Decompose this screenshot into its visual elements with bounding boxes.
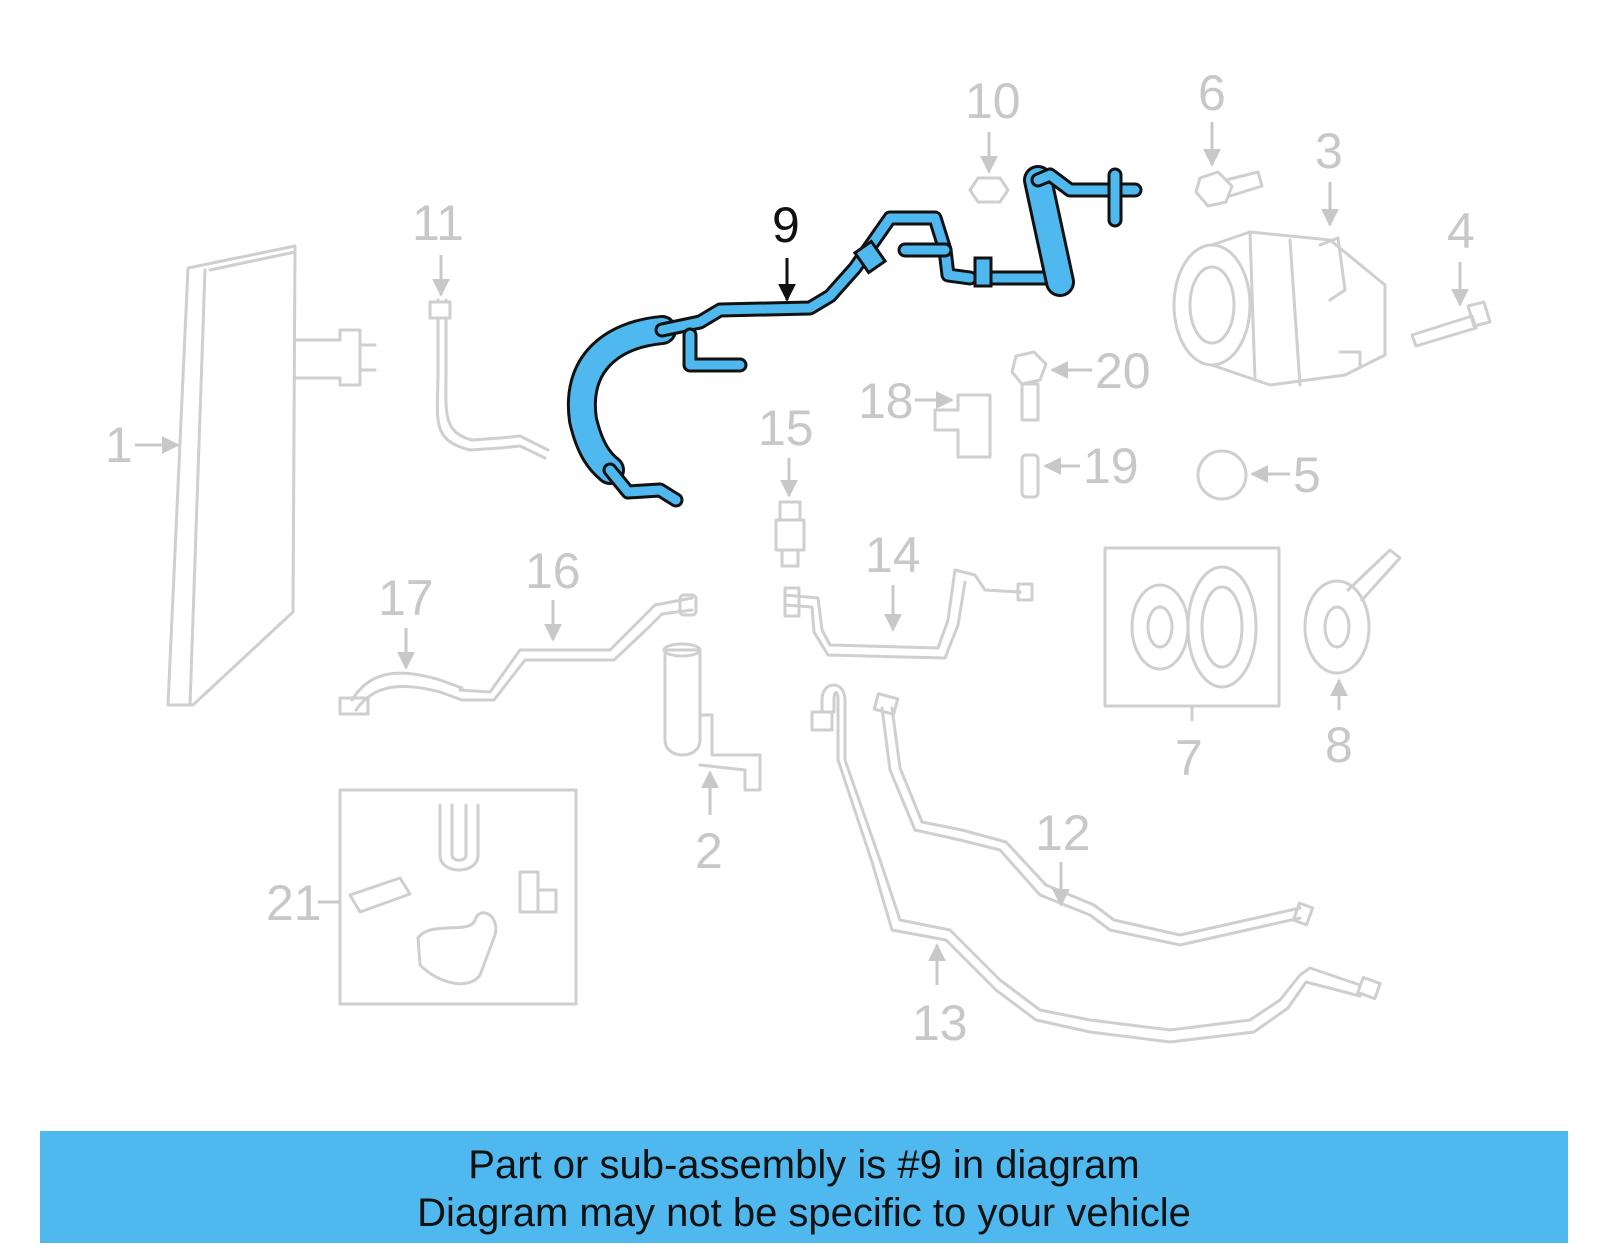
svg-text:6: 6: [1198, 65, 1226, 121]
part-2-drier[interactable]: [662, 642, 762, 792]
label-4: 4: [1447, 203, 1475, 307]
part-5-oring[interactable]: [1196, 449, 1248, 501]
part-1-condenser[interactable]: [166, 244, 377, 707]
label-18: 18: [858, 373, 954, 429]
label-16: 16: [525, 543, 581, 642]
part-6-bolt[interactable]: [1194, 170, 1264, 208]
label-11: 11: [412, 195, 464, 297]
svg-text:13: 13: [912, 995, 968, 1051]
part-13-line[interactable]: [810, 683, 1382, 1044]
part-19-pin[interactable]: [1020, 453, 1040, 499]
part-8-coil[interactable]: [1303, 548, 1402, 675]
label-17: 17: [378, 570, 434, 670]
label-20: 20: [1050, 343, 1151, 399]
part-12-line[interactable]: [872, 692, 1315, 947]
part-10-cap[interactable]: [968, 176, 1010, 204]
svg-text:5: 5: [1293, 447, 1321, 503]
svg-text:11: 11: [412, 195, 464, 251]
svg-text:3: 3: [1315, 123, 1343, 179]
label-1: 1: [105, 417, 180, 473]
part-21-seal-kit[interactable]: [338, 788, 578, 1006]
svg-text:2: 2: [695, 823, 723, 879]
svg-text:10: 10: [965, 73, 1021, 129]
banner-background: [40, 1131, 1568, 1243]
label-3: 3: [1315, 123, 1343, 227]
svg-text:1: 1: [105, 417, 133, 473]
svg-text:8: 8: [1325, 717, 1353, 773]
label-13: 13: [912, 943, 968, 1051]
svg-text:12: 12: [1035, 805, 1091, 861]
label-12: 12: [1035, 805, 1091, 907]
svg-text:20: 20: [1095, 343, 1151, 399]
label-10: 10: [965, 73, 1021, 174]
svg-text:9: 9: [772, 197, 800, 253]
svg-text:18: 18: [858, 373, 914, 429]
svg-text:19: 19: [1083, 438, 1139, 494]
part-4-bolt[interactable]: [1410, 300, 1492, 348]
info-banner: Part or sub-assembly is #9 in diagram Di…: [40, 1131, 1568, 1243]
part-16-line[interactable]: [458, 593, 698, 702]
svg-text:4: 4: [1447, 203, 1475, 259]
part-9-highlighted-hose[interactable]: [566, 165, 1143, 508]
svg-text:16: 16: [525, 543, 581, 599]
label-14: 14: [865, 527, 921, 632]
svg-text:21: 21: [266, 875, 322, 931]
label-5: 5: [1250, 447, 1321, 503]
banner-line-1: Part or sub-assembly is #9 in diagram: [468, 1143, 1140, 1187]
label-7: 7: [1175, 730, 1203, 786]
part-14-line[interactable]: [783, 568, 1034, 660]
label-6: 6: [1198, 65, 1226, 167]
svg-text:15: 15: [758, 400, 814, 456]
label-8: 8: [1325, 678, 1353, 773]
label-15: 15: [758, 400, 814, 498]
label-9: 9: [772, 197, 800, 302]
part-3-compressor[interactable]: [1172, 230, 1387, 387]
svg-text:14: 14: [865, 527, 921, 583]
part-7-clutch-kit[interactable]: [1103, 546, 1281, 722]
part-18-bracket[interactable]: [933, 393, 992, 459]
label-19: 19: [1043, 438, 1139, 494]
svg-text:7: 7: [1175, 730, 1203, 786]
label-21: 21: [266, 875, 340, 931]
part-15-sensor[interactable]: [774, 500, 806, 568]
part-20-bolt[interactable]: [1010, 350, 1048, 422]
part-11-hose[interactable]: [428, 298, 550, 460]
banner-line-2: Diagram may not be specific to your vehi…: [417, 1191, 1191, 1235]
svg-text:17: 17: [378, 570, 434, 626]
label-2: 2: [695, 770, 723, 879]
part-17-hose[interactable]: [338, 671, 464, 716]
